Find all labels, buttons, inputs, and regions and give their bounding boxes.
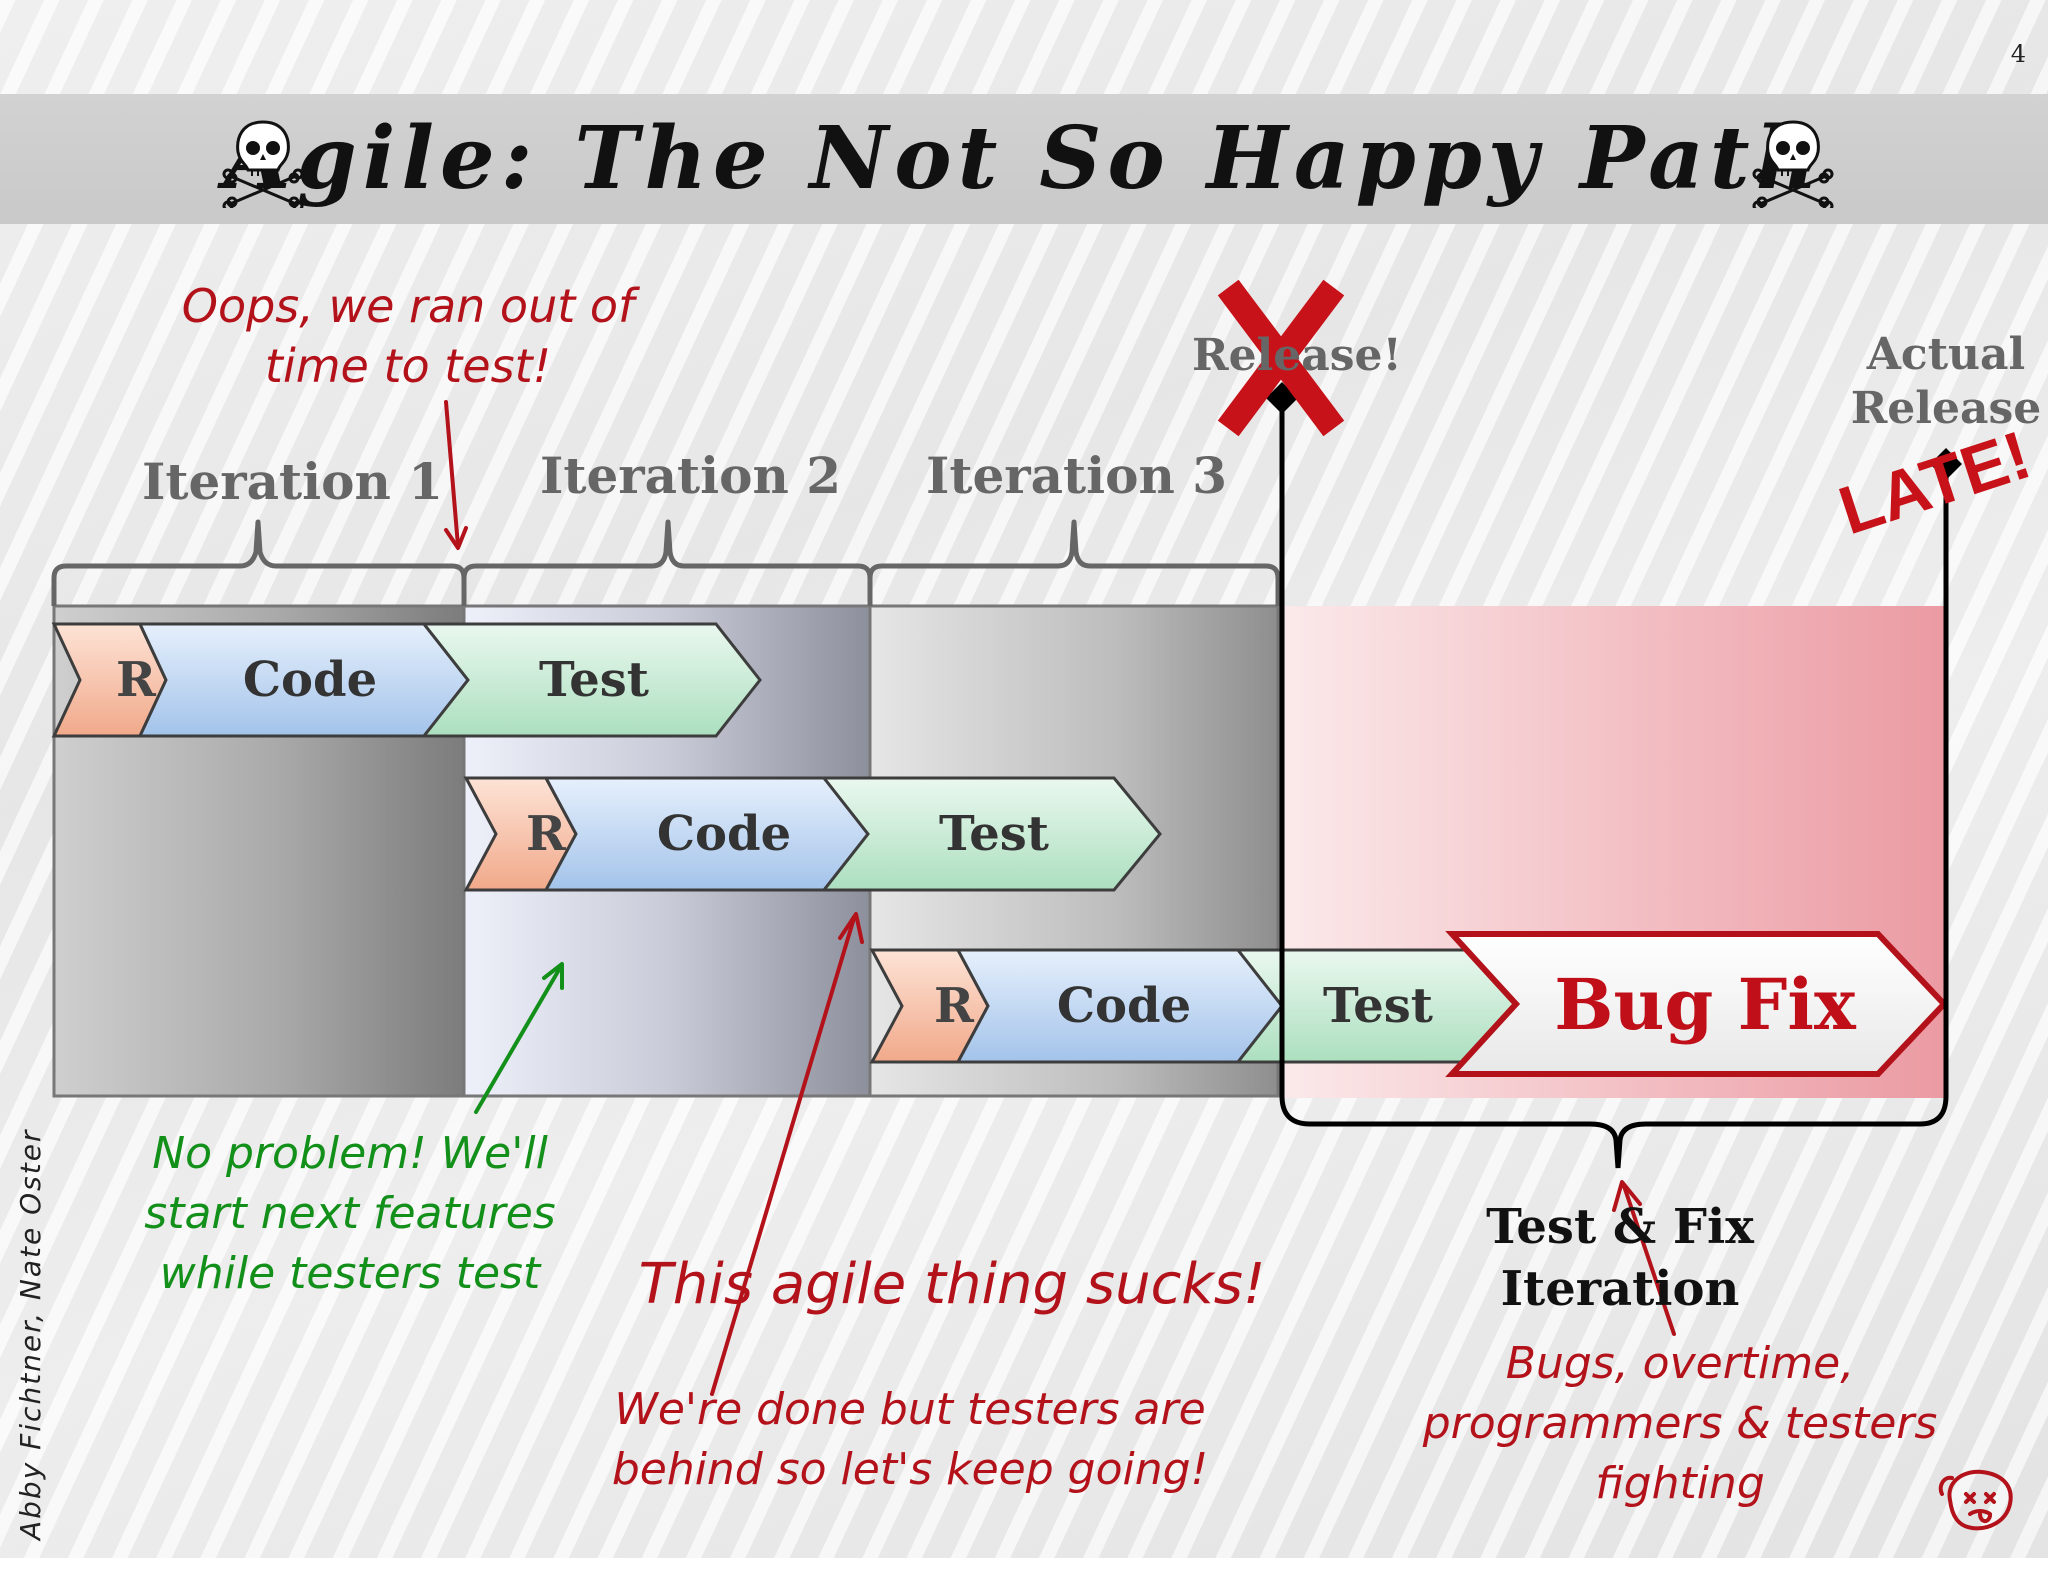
cancel-x-mark — [1217, 279, 1345, 437]
done-line2: behind so let's keep going! — [611, 1444, 1209, 1495]
row1-test-label: Test — [539, 652, 649, 708]
oops-arrow — [444, 400, 460, 548]
sucks-note: This agile thing sucks! — [638, 1252, 1266, 1317]
no-problem-line3: while testers test — [159, 1248, 541, 1299]
row2-review-label: R — [526, 806, 566, 862]
test-fix-line2: Iteration — [1500, 1261, 1740, 1317]
row3-bugfix-label: Bug Fix — [1554, 963, 1856, 1046]
planned-release-label: Release! — [1192, 330, 1402, 381]
no-problem-line1: No problem! We'll — [152, 1128, 548, 1179]
oops-note: Oops, we ran out of time to test! — [158, 276, 658, 396]
page-number: 4 — [2010, 40, 2026, 68]
iteration-3-brace — [867, 519, 1281, 606]
row2-test-label: Test — [939, 806, 1049, 862]
row3-bugfix-chevron — [1445, 931, 1949, 1077]
row1-test-chevron — [420, 622, 762, 738]
author-credit: Abby Fichtner, Nate Oster — [14, 1128, 47, 1540]
actual-release-marker — [1930, 448, 1962, 480]
test-fix-label: Test & Fix Iteration — [1440, 1196, 1800, 1320]
actual-release-line1: Actual — [1866, 329, 2026, 380]
bugs-line1: Bugs, overtime, — [1505, 1338, 1855, 1389]
done-arrow — [710, 916, 856, 1396]
bugs-note: Bugs, overtime, programmers & testers fi… — [1410, 1334, 1950, 1514]
bugs-arrow — [1622, 1184, 1676, 1336]
test-fix-line1: Test & Fix — [1486, 1199, 1754, 1255]
skull-crossbones-icon — [222, 120, 304, 208]
iteration-1-label: Iteration 1 — [142, 452, 444, 511]
row3-test-label: Test — [1323, 978, 1433, 1034]
iteration-3-label: Iteration 3 — [926, 446, 1228, 505]
row1-code-label: Code — [242, 652, 378, 708]
row3-review-label: R — [934, 978, 974, 1034]
oops-line2: time to test! — [264, 339, 552, 393]
row1-review-label: R — [116, 652, 156, 708]
skull-crossbones-icon — [1752, 120, 1834, 208]
row2-code-label: Code — [656, 806, 792, 862]
dizzy-face-icon — [1938, 1469, 2013, 1531]
actual-release-line2: Release — [1850, 383, 2042, 434]
bugs-line2: programmers & testers — [1422, 1398, 1938, 1449]
done-note: We're done but testers are behind so let… — [580, 1380, 1240, 1500]
test-fix-brace — [1279, 400, 1949, 1169]
done-line1: We're done but testers are — [614, 1384, 1206, 1435]
title-band — [0, 94, 2048, 224]
no-problem-line2: start next features — [144, 1188, 556, 1239]
oops-line1: Oops, we ran out of — [181, 279, 635, 333]
no-problem-note: No problem! We'll start next features wh… — [110, 1124, 590, 1304]
bugs-line3: fighting — [1595, 1458, 1765, 1509]
row3-code-label: Code — [1056, 978, 1192, 1034]
no-problem-arrow — [474, 966, 562, 1114]
iteration-2-label: Iteration 2 — [540, 446, 842, 505]
page-title: Agile: The Not So Happy Path — [223, 108, 1825, 209]
actual-release-label: Actual Release — [1846, 328, 2046, 436]
iteration-2-brace — [461, 519, 873, 606]
iteration-1-brace — [51, 519, 467, 606]
row2-test-chevron — [820, 776, 1162, 892]
